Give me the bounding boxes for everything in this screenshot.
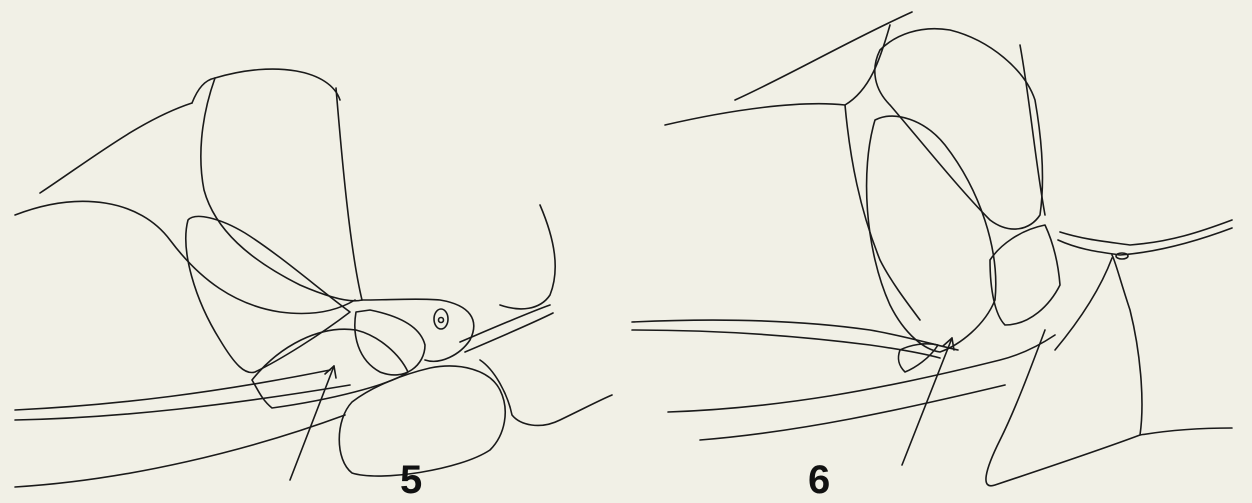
figure-6-drawing — [632, 12, 1232, 486]
figure-6-label: 6 — [808, 460, 830, 500]
figure-5-drawing — [15, 69, 612, 487]
figure-5-label: 5 — [400, 460, 422, 500]
